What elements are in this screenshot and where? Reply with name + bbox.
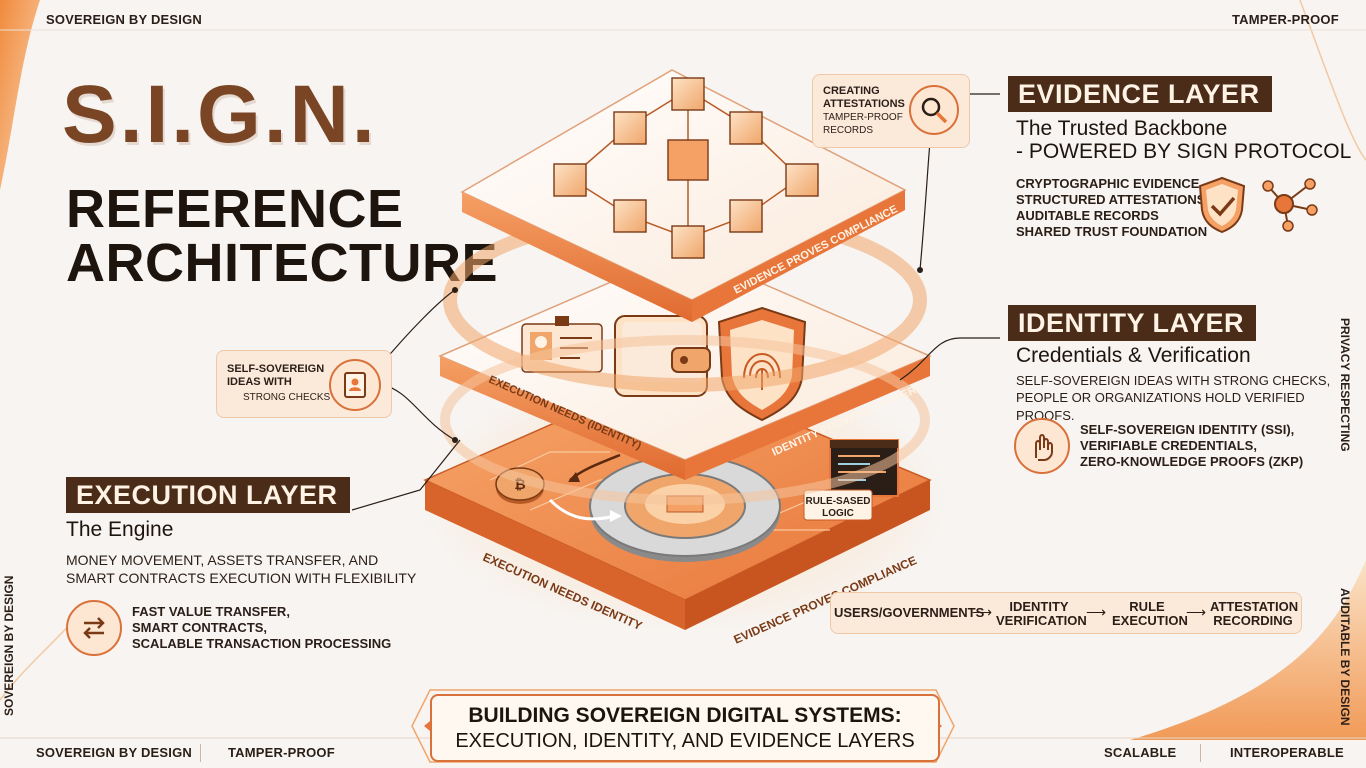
identity-point: ZERO-KNOWLEDGE PROOFS (ZKP) bbox=[1080, 454, 1304, 469]
banner-line-2: EXECUTION, IDENTITY, AND EVIDENCE LAYERS bbox=[455, 730, 915, 752]
identity-desc-1: SELF-SOVEREIGN IDEAS WITH STRONG CHECKS, bbox=[1016, 373, 1331, 388]
top-left-label: SOVEREIGN BY DESIGN bbox=[46, 12, 202, 27]
evidence-callout-bold-2: ATTESTATIONS bbox=[823, 98, 905, 110]
evidence-points: CRYPTOGRAPHIC EVIDENCE STRUCTURED ATTEST… bbox=[1016, 176, 1207, 240]
transfer-arrows-icon bbox=[66, 600, 122, 656]
right-vertical-label-bottom: AUDITABLE BY DESIGN bbox=[1338, 588, 1352, 726]
flow-step-rule: RULE EXECUTION bbox=[1112, 599, 1188, 628]
process-flow bbox=[830, 592, 1302, 634]
evidence-callout-bold-1: CREATING bbox=[823, 85, 880, 97]
bottom-left-label-1: SOVEREIGN BY DESIGN bbox=[36, 745, 192, 760]
title-sign: S.I.G.N. bbox=[62, 69, 378, 160]
execution-layer-tag: EXECUTION LAYER bbox=[66, 477, 350, 513]
evidence-sub-1: The Trusted Backbone bbox=[1016, 117, 1228, 140]
execution-desc-1: MONEY MOVEMENT, ASSETS TRANSFER, AND bbox=[66, 552, 379, 568]
bottom-right-label-2: INTEROPERABLE bbox=[1230, 745, 1344, 760]
identity-point: VERIFIABLE CREDENTIALS, bbox=[1080, 438, 1257, 453]
arrow-right-icon: ⟶ bbox=[972, 604, 993, 620]
execution-sub: The Engine bbox=[66, 518, 174, 541]
arrow-right-icon: ⟶ bbox=[1186, 604, 1207, 620]
flow-step-identity: IDENTITY VERIFICATION bbox=[996, 599, 1087, 628]
evidence-point: CRYPTOGRAPHIC EVIDENCE bbox=[1016, 176, 1200, 191]
evidence-callout-reg-1: TAMPER-PROOF bbox=[823, 112, 903, 123]
top-right-label: TAMPER-PROOF bbox=[1232, 12, 1339, 27]
evidence-callout: CREATING ATTESTATIONS TAMPER-PROOF RECOR… bbox=[812, 74, 970, 148]
flow-step-users: USERS/GOVERNMENTS bbox=[834, 605, 985, 620]
evidence-sub-2: - POWERED BY SIGN PROTOCOL bbox=[1016, 140, 1352, 163]
blockchain-cubes-icon bbox=[553, 77, 819, 259]
network-nodes-icon bbox=[1262, 178, 1318, 232]
bottom-banner: BUILDING SOVEREIGN DIGITAL SYSTEMS: EXEC… bbox=[430, 694, 940, 762]
rule-logic-label-2: LOGIC bbox=[822, 508, 854, 519]
evidence-point: SHARED TRUST FOUNDATION bbox=[1016, 224, 1208, 239]
bottom-left-label-2: TAMPER-PROOF bbox=[228, 745, 335, 760]
divider bbox=[200, 744, 201, 762]
divider bbox=[1200, 744, 1201, 762]
svg-text:₿: ₿ bbox=[514, 476, 525, 492]
evidence-slab bbox=[460, 69, 907, 322]
execution-point: SMART CONTRACTS, bbox=[132, 620, 268, 635]
identity-callout: SELF-SOVEREIGN IDEAS WITH STRONG CHECKS bbox=[216, 350, 392, 418]
evidence-layer-tag: EVIDENCE LAYER bbox=[1008, 76, 1272, 112]
execution-points: FAST VALUE TRANSFER, SMART CONTRACTS, SC… bbox=[132, 604, 391, 652]
title-reference: REFERENCE bbox=[66, 179, 404, 239]
rule-logic-icon bbox=[803, 439, 899, 521]
flow-step-attestation: ATTESTATION RECORDING bbox=[1210, 599, 1299, 628]
execution-point: SCALABLE TRANSACTION PROCESSING bbox=[132, 636, 392, 651]
identity-callout-reg: STRONG CHECKS bbox=[243, 392, 331, 403]
bottom-right-label-1: SCALABLE bbox=[1104, 745, 1177, 760]
identity-layer-tag: IDENTITY LAYER bbox=[1008, 305, 1257, 341]
identity-callout-bold-2: IDEAS WITH bbox=[227, 376, 292, 388]
identity-desc-2: PEOPLE OR ORGANIZATIONS HOLD VERIFIED PR… bbox=[1016, 390, 1305, 423]
identity-point: SELF-SOVEREIGN IDENTITY (SSI), bbox=[1080, 422, 1295, 437]
left-vertical-label: SOVEREIGN BY DESIGN bbox=[2, 575, 16, 716]
identity-callout-bold-1: SELF-SOVEREIGN bbox=[227, 363, 325, 375]
right-vertical-label: PRIVACY RESPECTING bbox=[1338, 318, 1352, 452]
evidence-callout-reg-2: RECORDS bbox=[823, 125, 874, 136]
layer-stack-diagram: ₿ bbox=[423, 69, 945, 647]
magnifier-icon bbox=[909, 85, 959, 135]
id-document-icon bbox=[329, 359, 381, 411]
identity-points: SELF-SOVEREIGN IDENTITY (SSI), VERIFIABL… bbox=[1080, 422, 1303, 470]
rule-logic-label-1: RULE-SASED bbox=[805, 496, 870, 507]
execution-desc-2: SMART CONTRACTS EXECUTION WITH FLEXIBILI… bbox=[66, 570, 417, 586]
evidence-point: STRUCTURED ATTESTATIONS bbox=[1016, 192, 1206, 207]
fingerprint-hand-icon bbox=[1014, 418, 1070, 474]
title-architecture: ARCHITECTURE bbox=[66, 233, 498, 293]
evidence-point: AUDITABLE RECORDS bbox=[1016, 208, 1159, 223]
shield-check-icon bbox=[1198, 176, 1246, 234]
banner-line-1: BUILDING SOVEREIGN DIGITAL SYSTEMS: bbox=[468, 704, 902, 727]
arrow-right-icon: ⟶ bbox=[1086, 604, 1107, 620]
execution-point: FAST VALUE TRANSFER, bbox=[132, 604, 290, 619]
identity-sub: Credentials & Verification bbox=[1016, 344, 1251, 367]
